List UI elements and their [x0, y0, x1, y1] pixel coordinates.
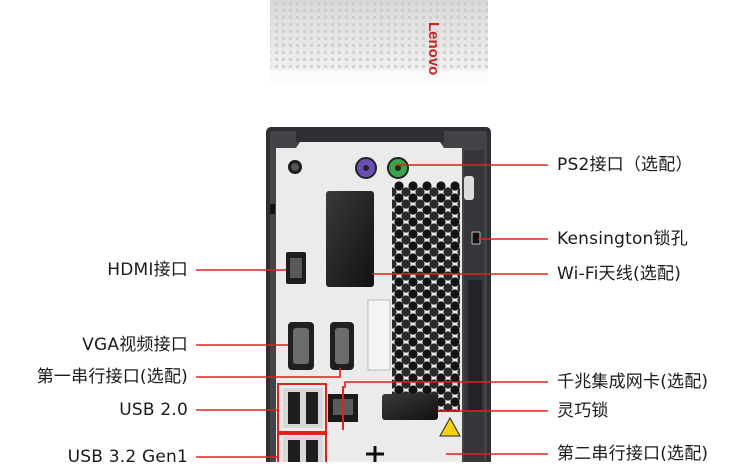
ps2-ports: [355, 157, 409, 179]
serial-port-1: [330, 322, 354, 370]
brand-logo: Lenovo: [425, 22, 442, 76]
leader-lines: [196, 164, 548, 458]
screw: [288, 160, 302, 174]
leader-lan: [344, 381, 548, 388]
label-wifi: Wi-Fi天线(选配): [557, 264, 682, 284]
usb3-ports: [283, 436, 323, 466]
wifi-antenna-block: [326, 191, 374, 287]
side-notch: [464, 176, 474, 200]
label-usb3: USB 3.2 Gen1: [67, 447, 188, 467]
label-vga: VGA视频接口: [82, 335, 188, 355]
label-kensington: Kensington锁孔: [557, 229, 688, 249]
chassis-top: [270, 0, 488, 88]
label-usb2: USB 2.0: [119, 400, 188, 420]
vent-grille: [392, 180, 460, 412]
label-ps2: PS2接口（选配）: [557, 155, 693, 175]
side-tab: [270, 204, 275, 214]
hdmi-port: [286, 252, 306, 284]
label-padlock: 灵巧锁: [557, 401, 609, 421]
serial-sticker: [367, 299, 391, 371]
leader-serial1: [196, 368, 341, 378]
bottom-slot-mark: [366, 446, 384, 462]
label-serial1: 第一串行接口(选配): [36, 367, 188, 387]
label-lan: 千兆集成网卡(选配): [557, 372, 709, 392]
label-hdmi: HDMI接口: [107, 260, 188, 280]
usb2-ports: [283, 388, 323, 428]
padlock-loop: [382, 394, 438, 420]
warning-icon: [439, 416, 461, 437]
label-serial2: 第二串行接口(选配): [557, 444, 709, 464]
vga-port: [288, 322, 314, 370]
kensington-slot: [471, 231, 481, 245]
